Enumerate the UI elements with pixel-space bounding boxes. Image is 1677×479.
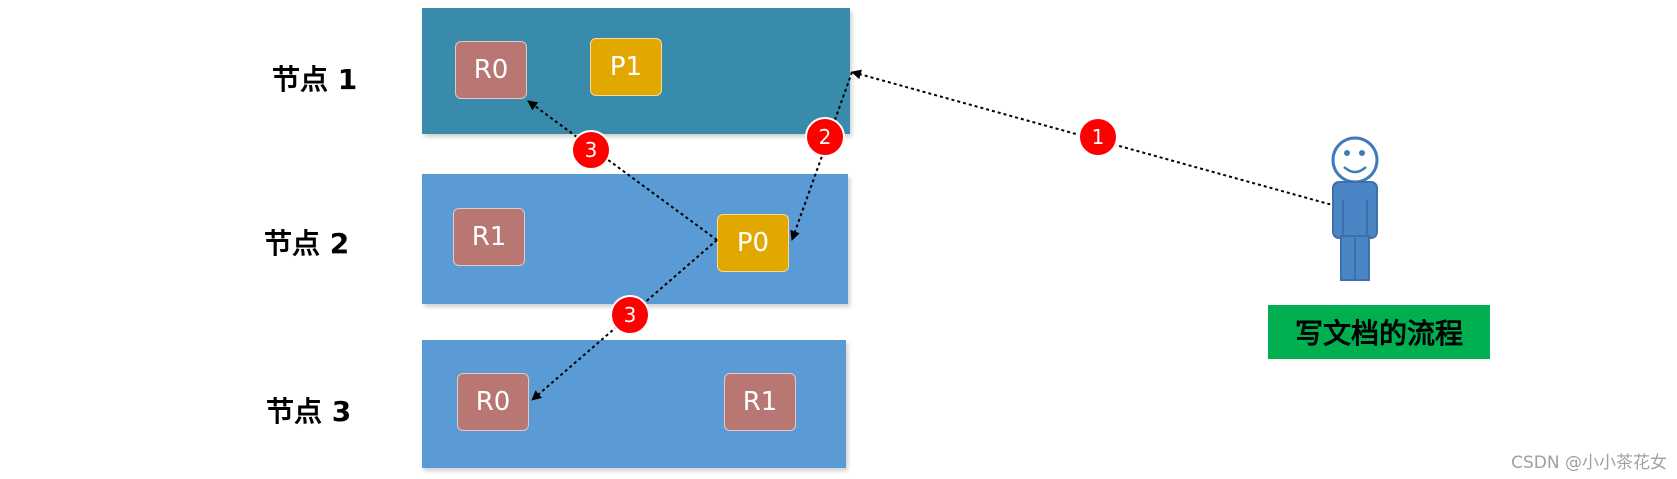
node-1-shard-p1: P1 xyxy=(590,38,662,96)
node-2-shard-p0: P0 xyxy=(717,214,789,272)
node-1-shard-r0: R0 xyxy=(455,41,527,99)
arrow-step-3a xyxy=(527,100,718,241)
step-3-marker-upper: 3 xyxy=(571,130,611,170)
node-3-box: R0 R1 xyxy=(422,340,846,468)
node-2-label: 节点 2 xyxy=(264,227,350,260)
person-icon xyxy=(1331,136,1379,281)
node-1-box: R0 P1 xyxy=(422,8,850,134)
node-3-label: 节点 3 xyxy=(266,395,352,428)
step-2-marker: 2 xyxy=(805,117,845,157)
node-2-box: R1 P0 xyxy=(422,174,848,304)
svg-text:1: 1 xyxy=(1092,125,1105,149)
svg-text:3: 3 xyxy=(585,138,598,162)
node-1-label: 节点 1 xyxy=(272,63,358,96)
flow-caption: 写文档的流程 xyxy=(1268,305,1490,359)
svg-text:3: 3 xyxy=(624,303,637,327)
step-1-marker: 1 xyxy=(1078,117,1118,157)
node-3-shard-r1: R1 xyxy=(724,373,796,431)
step-3-marker-lower: 3 xyxy=(610,295,650,335)
svg-text:2: 2 xyxy=(819,125,832,149)
watermark: CSDN @小小茶花女 xyxy=(1511,453,1667,473)
node-3-shard-r0: R0 xyxy=(457,373,529,431)
node-2-shard-r1: R1 xyxy=(453,208,525,266)
